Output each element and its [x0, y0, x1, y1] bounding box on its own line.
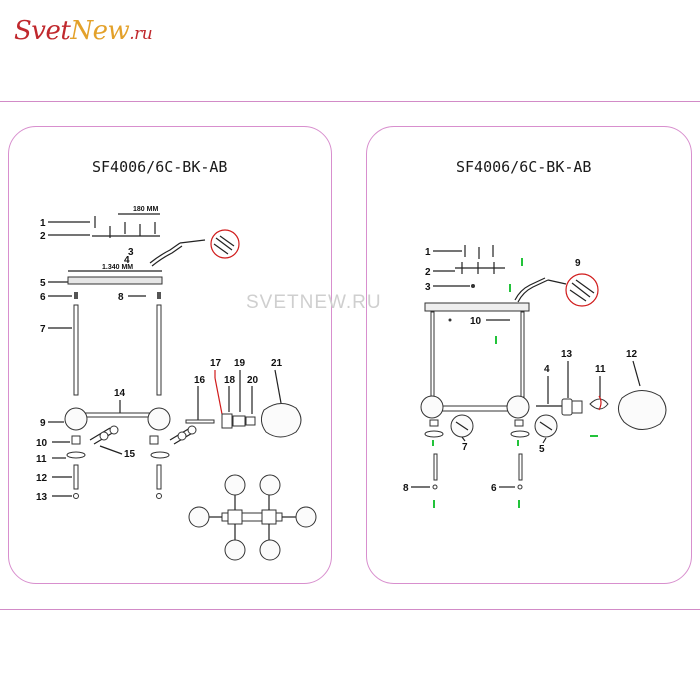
- right-label-6: 6: [491, 483, 497, 494]
- right-diagram: 1 2 3 9 10: [403, 245, 667, 508]
- bottom-divider: [0, 609, 700, 610]
- right-label-1: 1: [425, 247, 431, 258]
- right-globe-b: [506, 395, 530, 419]
- left-label-20: 20: [247, 375, 259, 386]
- right-label-5: 5: [539, 444, 545, 455]
- left-arm: [75, 412, 161, 418]
- dim-small: 180 MM: [133, 206, 158, 213]
- ceiling-screws: [92, 216, 160, 238]
- right-label-9: 9: [575, 258, 581, 269]
- logo-part-svet: Svet: [14, 16, 71, 46]
- right-label-4: 4: [544, 364, 550, 375]
- right-globe-a: [420, 395, 444, 419]
- left-label-10: 10: [36, 438, 48, 449]
- left-label-8: 8: [118, 292, 124, 303]
- left-rod-b: [156, 304, 162, 396]
- left-panel-frame: [8, 126, 332, 584]
- left-label-5: 5: [40, 278, 46, 289]
- right-label-10: 10: [470, 316, 482, 327]
- left-label-6: 6: [40, 292, 46, 303]
- left-wiring-callout: [210, 229, 240, 259]
- left-label-18: 18: [224, 375, 236, 386]
- left-label-15: 15: [124, 449, 136, 460]
- left-top-view: [188, 474, 317, 561]
- left-label-7: 7: [40, 324, 46, 335]
- left-label-12: 12: [36, 473, 48, 484]
- brand-logo[interactable]: SvetNew.ru: [14, 16, 153, 46]
- right-label-2: 2: [425, 267, 431, 278]
- left-label-1: 1: [40, 218, 46, 229]
- left-label-14: 14: [114, 388, 126, 399]
- left-globe-a: [64, 407, 88, 431]
- right-label-3: 3: [425, 282, 431, 293]
- right-rod-b: [520, 311, 525, 398]
- right-loose-shade: [618, 390, 667, 430]
- right-canopy: [424, 302, 530, 312]
- top-divider: [0, 101, 700, 102]
- right-label-7: 7: [462, 442, 468, 453]
- logo-part-domain: .ru: [129, 24, 153, 44]
- left-label-17: 17: [210, 358, 222, 369]
- right-label-12: 12: [626, 349, 638, 360]
- left-loose-shade: [260, 403, 302, 438]
- canopy-bar: [67, 276, 163, 285]
- right-model-title: SF4006/6C-BK-AB: [456, 158, 592, 176]
- right-label-13: 13: [561, 349, 573, 360]
- left-globe-b: [147, 407, 171, 431]
- left-label-9: 9: [40, 418, 46, 429]
- left-label-19: 19: [234, 358, 246, 369]
- left-rod-a: [73, 304, 79, 396]
- right-wiring-callout: [565, 273, 599, 307]
- right-label-11: 11: [595, 364, 606, 375]
- dim-large: 1.340 MM: [102, 264, 133, 271]
- watermark: SVETNEW.RU: [246, 292, 382, 313]
- left-label-16: 16: [194, 375, 206, 386]
- logo-part-new: New: [70, 16, 130, 46]
- left-label-4: 4: [124, 255, 130, 266]
- right-panel-frame: [366, 126, 692, 584]
- left-label-3: 3: [128, 247, 134, 258]
- left-label-2: 2: [40, 231, 46, 242]
- left-label-21: 21: [271, 358, 283, 369]
- left-model-title: SF4006/6C-BK-AB: [92, 158, 228, 176]
- left-diagram: 1 2 180 MM 3 4 5 1.340 MM 6: [36, 206, 317, 561]
- right-rod-a: [430, 311, 435, 398]
- right-label-8: 8: [403, 483, 409, 494]
- left-label-11: 11: [36, 454, 47, 465]
- left-label-13: 13: [36, 492, 48, 503]
